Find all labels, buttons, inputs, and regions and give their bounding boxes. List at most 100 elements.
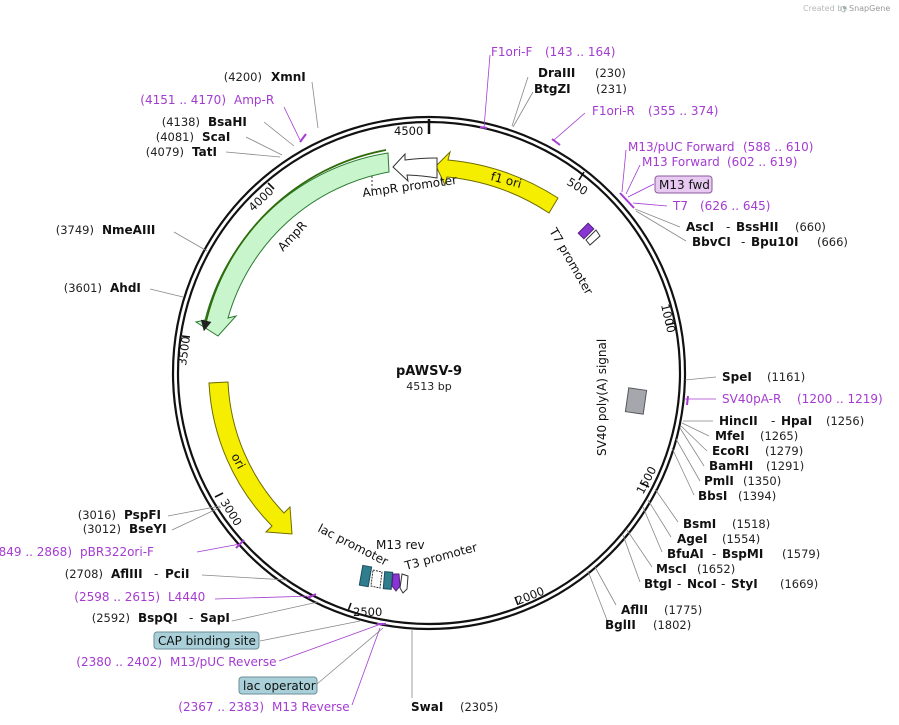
lac-promoter-feature[interactable] [370,569,383,589]
site-name[interactable]: AgeI [677,532,707,546]
t7-promoter-feature[interactable] [577,222,595,240]
site-name-2[interactable]: PciI [165,567,190,581]
site-pos: (1265) [760,429,798,443]
ampr-primer-strand [200,149,387,332]
site-pos: (2592) [92,611,130,625]
primer-name[interactable]: M13 Reverse [272,700,350,714]
site-name[interactable]: AflII [621,603,648,617]
site-name-2[interactable]: HpaI [781,414,812,428]
tick-mark [514,596,519,606]
site-name[interactable]: BfuAI [667,547,704,561]
primer-range: (2849 .. 2868) [0,545,72,559]
m13-fwd-box[interactable] [654,175,713,194]
primer-name[interactable]: F1ori-F [491,45,532,59]
primer-name[interactable]: Amp-R [234,93,274,107]
svg-text:-: - [712,547,716,561]
site-name-2[interactable]: BspMI [722,547,763,561]
ampr-promoter-feature[interactable] [392,152,438,183]
tick-label-3500: 3500 [175,335,193,366]
site-pos: (2708) [65,567,103,581]
ori-feature[interactable] [208,381,293,535]
site-pos: (1652) [697,562,735,576]
site-name[interactable]: MfeI [715,429,745,443]
svg-text:-: - [726,220,730,234]
plasmid-length: 4513 bp [406,380,451,393]
t3-promoter-feature[interactable] [399,573,409,594]
tick-label-1000: 1000 [658,303,678,335]
primer-name[interactable]: T7 [672,199,688,213]
site-name[interactable]: BseYI [129,522,167,536]
site-pos: (1775) [664,603,702,617]
site-pos: (1554) [722,532,760,546]
site-name-2[interactable]: BssHII [736,220,778,234]
site-name[interactable]: BbsI [698,489,727,503]
primer-name[interactable]: M13 Forward [642,155,720,169]
site-pos: (4081) [156,130,194,144]
primer-name[interactable]: pBR322ori-F [80,545,154,559]
primer-name[interactable]: L4440 [168,590,205,604]
site-name[interactable]: AflIII [111,567,143,581]
brand-snapgene-icon: ◔ [840,4,847,13]
tick-mark [578,171,585,181]
site-pos: (3749) [56,223,94,237]
ampr-promoter-label: AmpR promoter [361,173,457,200]
svg-text:-: - [154,567,158,581]
primer-range: (2598 .. 2615) [74,590,160,604]
site-name[interactable]: NmeAIII [102,223,155,237]
site-name[interactable]: BglII [605,618,636,632]
svg-text:-: - [741,235,745,249]
primer-range: (4151 .. 4170) [140,93,226,107]
m13-rev-label: M13 rev [376,538,425,552]
site-name[interactable]: AhdI [110,281,141,295]
sv40-feature[interactable] [624,387,648,415]
svg-text:-: - [189,611,193,625]
cap-site-feature[interactable] [358,564,373,588]
site-name[interactable]: DraIII [538,66,575,80]
site-pos: (1669) [780,577,818,591]
site-name[interactable]: XmnI [271,70,306,84]
primer-name[interactable]: M13/pUC Forward [628,140,735,154]
site-name[interactable]: BsaHI [208,115,247,129]
site-name[interactable]: BsmI [683,517,716,531]
site-name[interactable]: AscI [686,220,714,234]
ori-label: ori [228,451,248,471]
cap-binding-site-label: CAP binding site [158,634,256,648]
site-pos: (4138) [162,115,200,129]
m13-rev-feature[interactable] [391,573,401,592]
primer-range: (588 .. 610) [743,140,813,154]
site-name[interactable]: EcoRI [712,444,749,458]
site-name[interactable]: MscI [656,562,687,576]
cap-binding-site-box[interactable] [153,631,260,650]
site-pos: (1518) [732,517,770,531]
svg-text:-: - [771,414,775,428]
site-name[interactable]: BamHI [709,459,753,473]
site-name[interactable]: BspQI [138,611,178,625]
backbone-outer [171,115,687,631]
primer-name[interactable]: M13/pUC Reverse [170,655,277,669]
site-name[interactable]: BbvCI [692,235,731,249]
site-name-3[interactable]: StyI [731,577,758,591]
site-name[interactable]: SwaI [411,700,443,714]
site-name[interactable]: TatI [192,145,217,159]
site-name[interactable]: PmlI [704,474,734,488]
site-name[interactable]: SpeI [722,370,752,384]
site-pos: (3016) [78,508,116,522]
primer-range: (602 .. 619) [727,155,797,169]
tick-label-4500: 4500 [394,124,423,138]
primer-name[interactable]: F1ori-R [592,104,635,118]
site-name[interactable]: BtgZI [534,82,571,96]
site-name[interactable]: PspFI [124,508,161,522]
site-pos: (3601) [64,281,102,295]
site-name-2[interactable]: Bpu10I [751,235,798,249]
site-name[interactable]: BtgI [644,577,672,591]
lac-operator-box[interactable] [238,676,318,695]
tick-mark [640,482,650,488]
site-name[interactable]: ScaI [202,130,230,144]
site-name[interactable]: HincII [719,414,758,428]
site-name-2[interactable]: NcoI [687,577,717,591]
lac-operator-feature[interactable] [382,571,394,590]
site-name-2[interactable]: SapI [200,611,230,625]
ampr-feature[interactable] [194,152,390,337]
primer-name[interactable]: SV40pA-R [722,392,781,406]
right-sites: F1ori-F (143 .. 164) DraIII (230) BtgZI … [479,45,883,632]
